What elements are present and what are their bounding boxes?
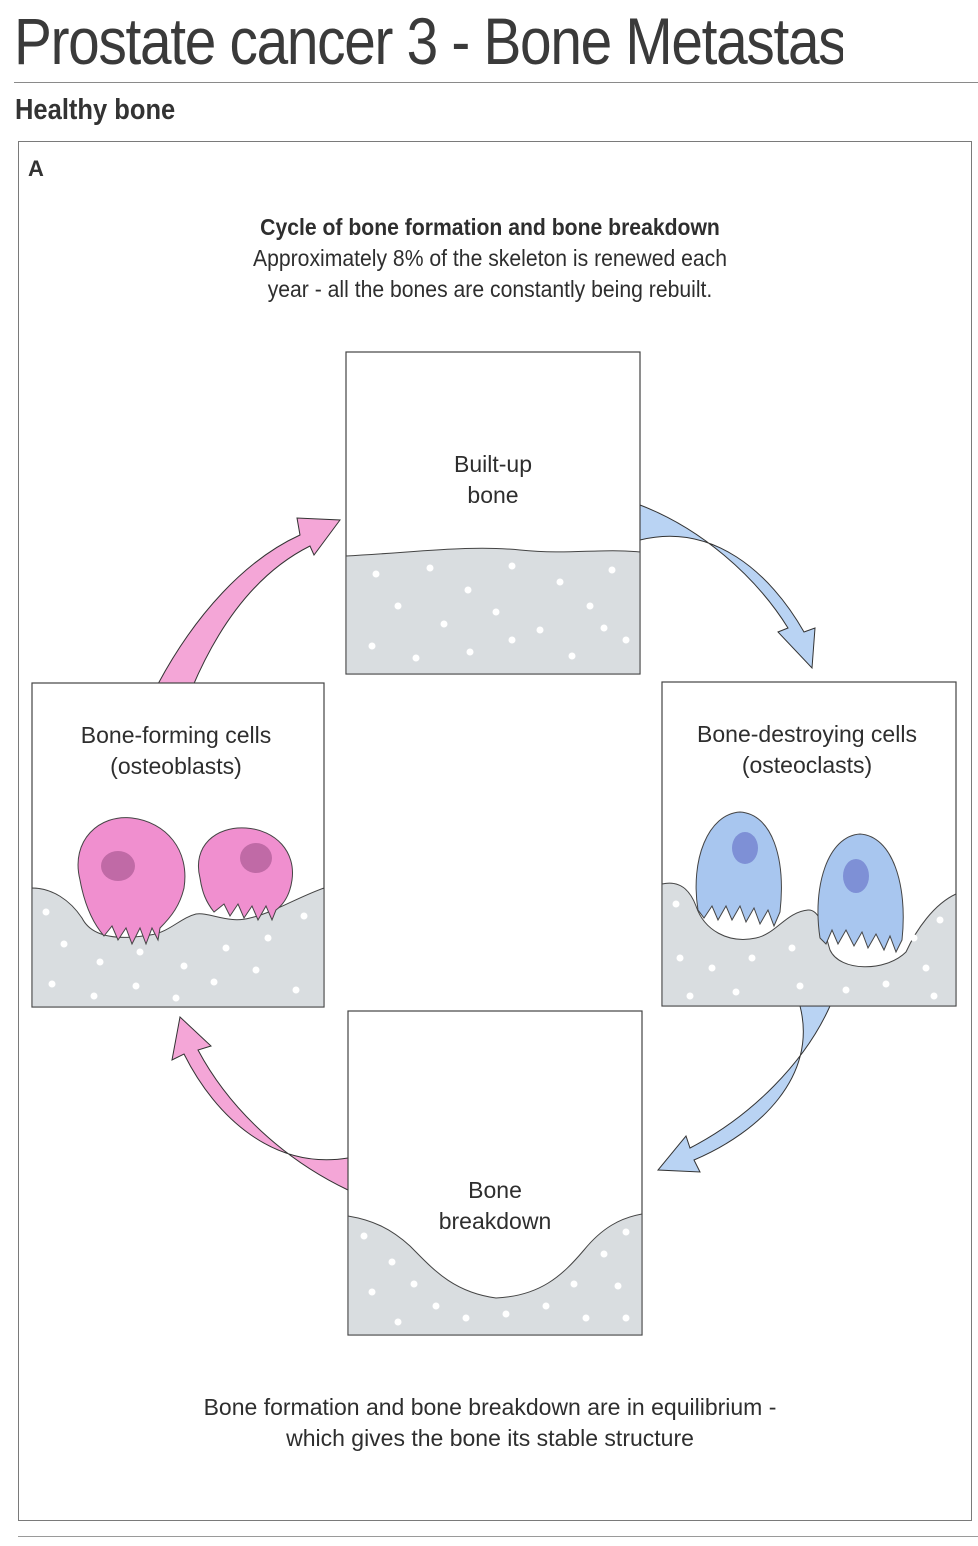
osteoblast-cell-2 — [198, 827, 293, 922]
box-top-label-2: bone — [467, 482, 518, 508]
osteoclast-cell-2 — [817, 833, 904, 954]
osteoclast-cell-1 — [695, 811, 782, 928]
page-title: Prostate cancer 3 - Bone Metastase — [14, 4, 844, 78]
arrow-left-to-top — [157, 517, 341, 689]
arrow-top-to-right — [639, 504, 816, 670]
intro-line-2: year - all the bones are constantly bein… — [267, 276, 713, 302]
bone-pores-right — [672, 900, 944, 1000]
bone-pores-bottom — [360, 1228, 630, 1326]
footer-line-2: which gives the bone its stable structur… — [286, 1425, 694, 1451]
box-bottom-label-1: Bone — [468, 1177, 522, 1203]
box-bone-destroying-cells: Bone-destroying cells (osteoclasts) — [661, 681, 957, 1007]
footer-caption: Bone formation and bone breakdown are in… — [130, 1392, 850, 1454]
box-top-label-1: Built-up — [454, 451, 532, 477]
intro-text: Cycle of bone formation and bone breakdo… — [150, 212, 830, 305]
box-bottom-label-2: breakdown — [439, 1208, 552, 1234]
box-built-up-bone: Built-up bone — [345, 351, 641, 675]
diagram-frame — [18, 141, 972, 1521]
intro-heading: Cycle of bone formation and bone breakdo… — [260, 214, 720, 240]
bone-pores-top — [368, 562, 630, 662]
box-right-label-2: (osteoclasts) — [742, 752, 872, 778]
panel-letter: A — [28, 156, 44, 181]
box-bone-forming-cells: Bone-forming cells (osteoblasts) — [31, 682, 325, 1008]
section-title: Healthy bone — [15, 94, 176, 126]
osteoblast-cell-1 — [77, 817, 186, 946]
bone-pores-left — [42, 908, 308, 1002]
box-left-label-1: Bone-forming cells — [81, 722, 271, 748]
title-divider — [14, 82, 978, 83]
footer-line-1: Bone formation and bone breakdown are in… — [203, 1394, 777, 1420]
arrow-bottom-to-left — [171, 1016, 349, 1191]
box-left-label-2: (osteoblasts) — [110, 753, 242, 779]
box-bone-breakdown: Bone breakdown — [347, 1010, 643, 1336]
bottom-divider — [18, 1536, 978, 1537]
intro-line-1: Approximately 8% of the skeleton is rene… — [252, 245, 728, 271]
box-right-label-1: Bone-destroying cells — [697, 721, 917, 747]
arrow-right-to-bottom — [656, 1005, 831, 1173]
